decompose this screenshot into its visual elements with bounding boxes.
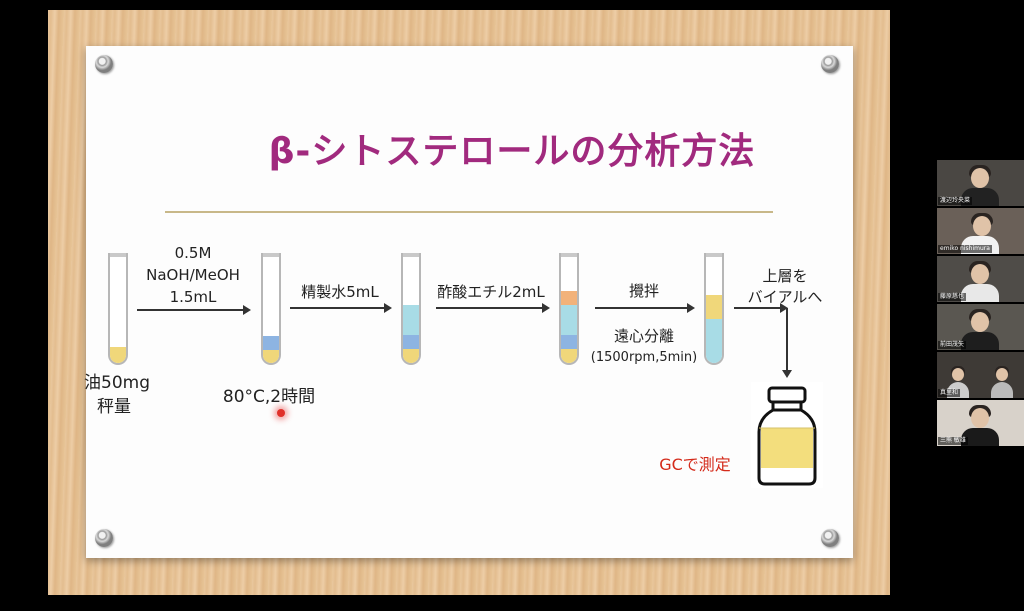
down-arrow (782, 308, 792, 378)
vial-icon (751, 382, 823, 488)
participant-name: 真里和 (938, 389, 961, 397)
flow-arrow-line (734, 303, 788, 313)
participant-panel: 渡辺玲央菜 emiko nishimura 藤原慈也 前田茂矢 真里和 三熊 敏… (937, 160, 1024, 450)
pointer-cursor (277, 409, 285, 417)
participant-tile-active[interactable]: 三熊 敏雄 (937, 400, 1024, 446)
weigh-label-2: 秤量 (97, 397, 131, 417)
test-tube-5 (704, 253, 724, 365)
participant-tile[interactable]: 真里和 (937, 352, 1024, 398)
participant-name: 三熊 敏雄 (938, 437, 968, 445)
participant-tile[interactable]: 藤原慈也 (937, 256, 1024, 302)
measure-label: GCで測定 (659, 455, 731, 474)
test-tube-4 (559, 253, 579, 365)
participant-tile[interactable]: 渡辺玲央菜 (937, 160, 1024, 206)
reagent-label-1: 0.5M (174, 244, 212, 262)
test-tube-3 (401, 253, 421, 365)
slide-title: β-シトステロールの分析方法 (268, 131, 756, 172)
flow-arrow (137, 305, 251, 315)
step3-label: 酢酸エチル2mL (437, 283, 545, 301)
condition-label: 80°C,2時間 (222, 387, 316, 407)
participant-name: 前田茂矢 (938, 341, 967, 349)
participant-name: 渡辺玲央菜 (938, 197, 973, 205)
test-tube-2 (261, 253, 281, 365)
step2-label: 精製水5mL (301, 283, 379, 301)
pin-icon (95, 529, 113, 547)
flow-arrow (595, 303, 695, 313)
reagent-label-3: 1.5mL (169, 288, 217, 306)
step4-top-label: 攪拌 (628, 282, 659, 300)
participant-name: 藤原慈也 (938, 293, 967, 301)
pin-icon (821, 55, 839, 73)
step4-bottom-label-1: 遠心分離 (613, 327, 674, 345)
reagent-label-2: NaOH/MeOH (146, 266, 240, 284)
step5-label-1: 上層を (762, 267, 808, 285)
flow-arrow (436, 303, 550, 313)
pin-icon (821, 529, 839, 547)
test-tube-1 (108, 253, 128, 365)
presentation-slide (86, 46, 853, 558)
flow-arrow (290, 303, 392, 313)
pin-icon (95, 55, 113, 73)
step5-label-2: バイアルへ (747, 288, 823, 306)
weigh-label-1: 油50mg (84, 373, 150, 393)
participant-tile[interactable]: 前田茂矢 (937, 304, 1024, 350)
step4-bottom-label-2: (1500rpm,5min) (590, 350, 698, 365)
participant-tile[interactable]: emiko nishimura (937, 208, 1024, 254)
participant-name: emiko nishimura (938, 245, 992, 253)
title-divider (165, 211, 773, 213)
